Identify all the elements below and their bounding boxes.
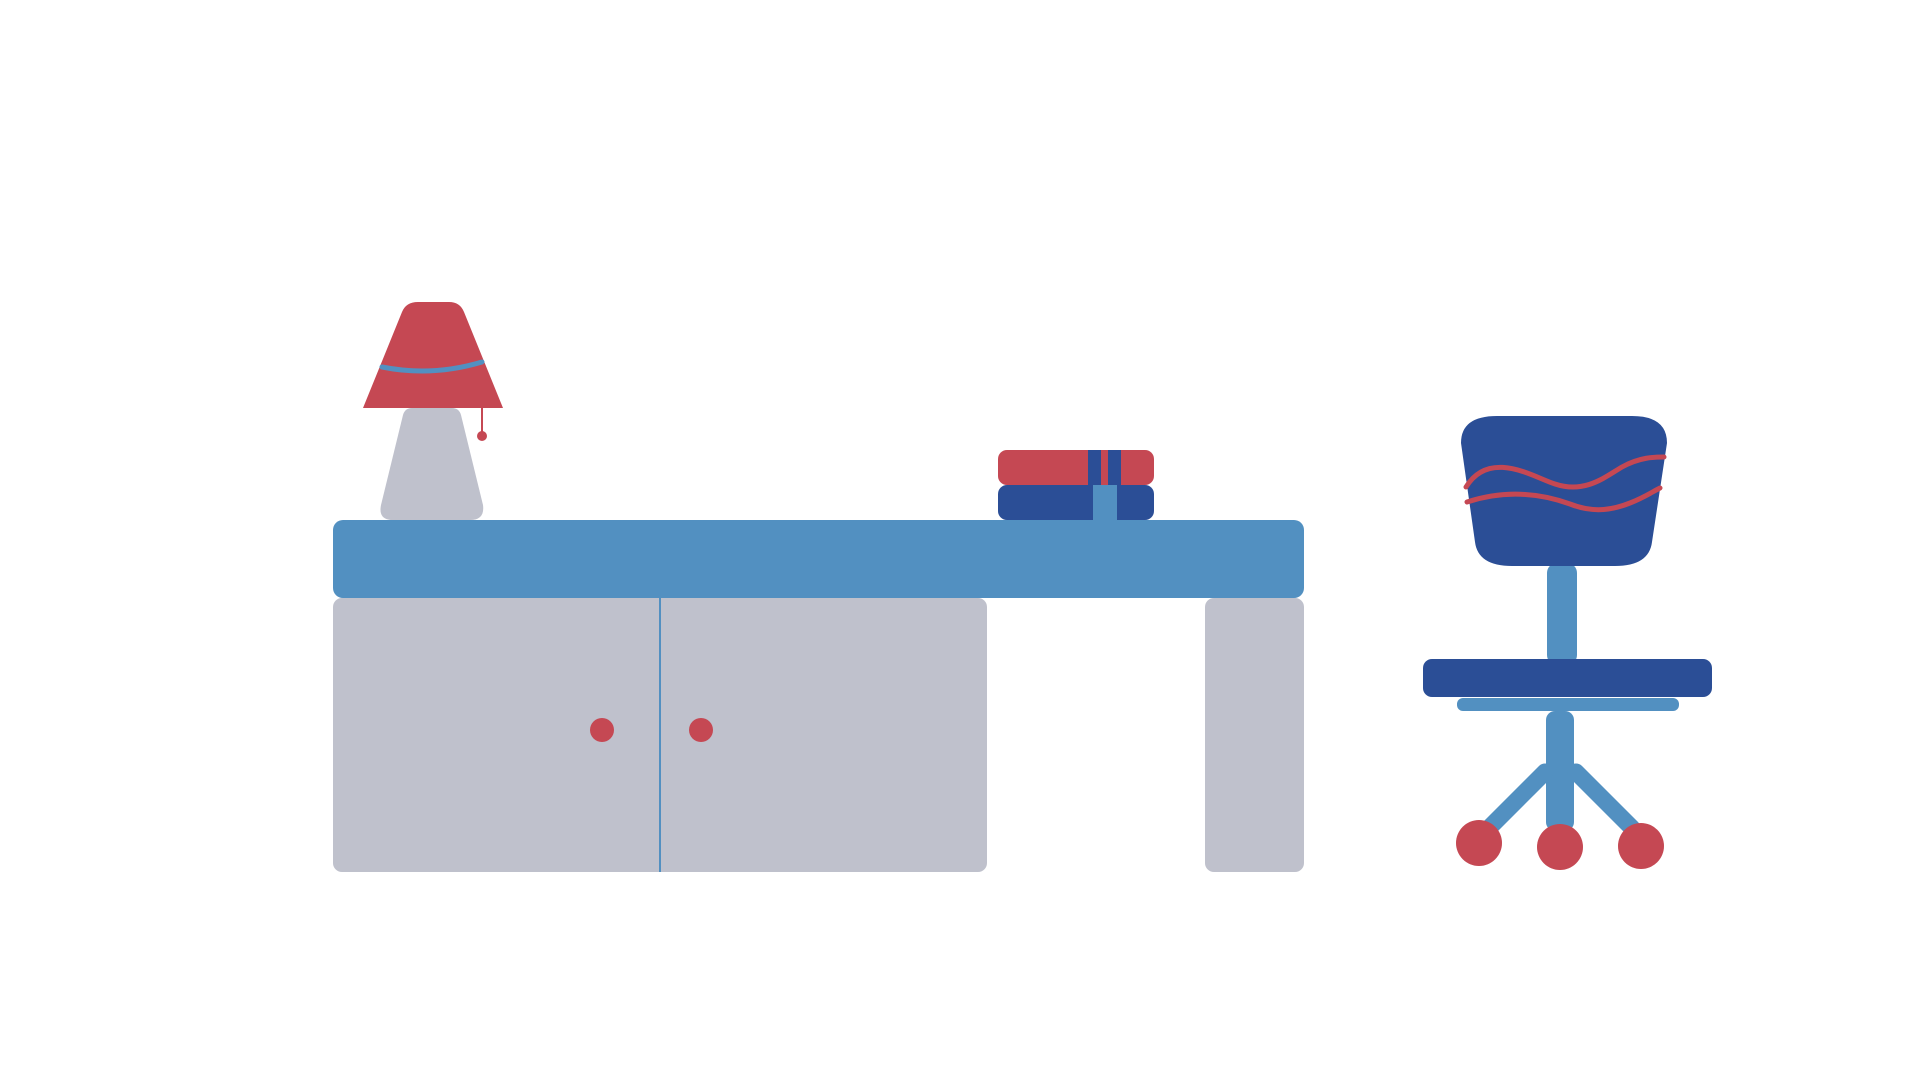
lamp-shade bbox=[363, 302, 503, 408]
book-bottom bbox=[998, 485, 1154, 520]
chair-back-stripe-top bbox=[1463, 454, 1667, 490]
chair-wheel-left bbox=[1456, 820, 1502, 866]
desk-icon bbox=[333, 520, 1304, 872]
chair-gas-column bbox=[1546, 711, 1574, 831]
book-top-stripe-2 bbox=[1108, 450, 1121, 485]
book-top bbox=[998, 450, 1154, 485]
lamp-shade-band bbox=[379, 359, 485, 374]
office-chair-icon bbox=[1423, 416, 1712, 870]
chair-back-stripe-bottom bbox=[1464, 485, 1663, 513]
book-bottom-band bbox=[1093, 485, 1117, 520]
chair-leg-right bbox=[1567, 763, 1641, 837]
cabinet-left-knob bbox=[590, 718, 614, 742]
chair-wheel-right bbox=[1618, 823, 1664, 869]
chair-seat-plate bbox=[1457, 698, 1679, 711]
chair-back bbox=[1461, 416, 1667, 566]
lamp-base bbox=[380, 408, 484, 520]
chair-leg-left bbox=[1479, 763, 1554, 838]
book-stack-icon bbox=[998, 450, 1154, 520]
chair-seat bbox=[1423, 659, 1712, 697]
desk-leg bbox=[1205, 598, 1304, 872]
desk-top bbox=[333, 520, 1304, 598]
chair-back-post bbox=[1547, 563, 1577, 665]
book-top-stripe-1 bbox=[1088, 450, 1101, 485]
cabinet-right-knob bbox=[689, 718, 713, 742]
table-lamp-icon bbox=[363, 302, 503, 520]
lamp-pull-knob bbox=[477, 431, 487, 441]
chair-wheel-center bbox=[1537, 824, 1583, 870]
